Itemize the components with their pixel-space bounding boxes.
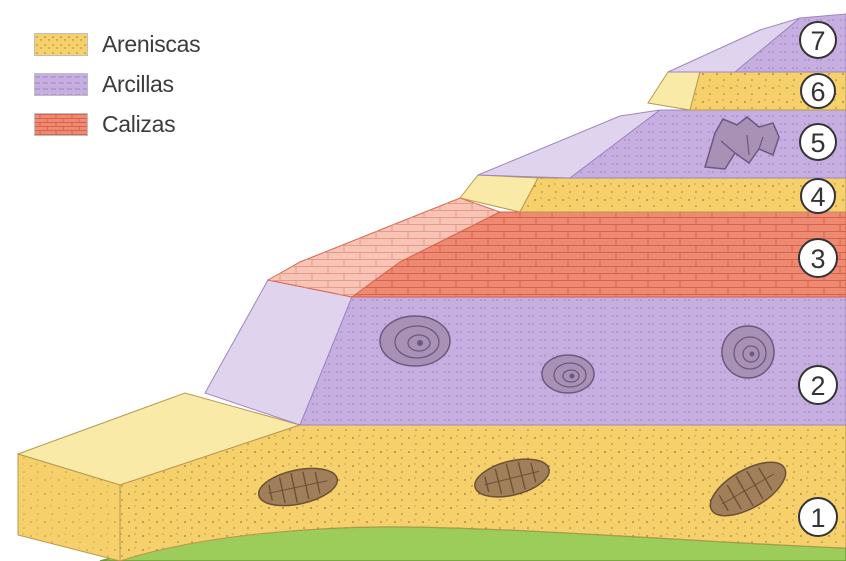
- sandstone-swatch: [34, 33, 88, 56]
- ammonite-fossil: [542, 355, 594, 393]
- legend-item-calizas: Calizas: [34, 104, 200, 144]
- layer-number-6: 6: [801, 74, 835, 108]
- layer-number-2: 2: [799, 366, 837, 404]
- layer-4-sandstone: [460, 175, 846, 212]
- svg-text:6: 6: [810, 77, 825, 107]
- layer-number-4: 4: [801, 179, 835, 213]
- svg-text:1: 1: [810, 503, 825, 533]
- layer-number-1: 1: [799, 498, 837, 536]
- legend-item-areniscas: Areniscas: [34, 24, 200, 64]
- limestone-swatch: [34, 113, 88, 136]
- legend: Areniscas Arcillas Calizas: [34, 24, 200, 144]
- legend-label: Arcillas: [102, 71, 174, 98]
- ammonite-fossil: [722, 326, 774, 378]
- svg-text:2: 2: [810, 371, 825, 401]
- ammonite-fossil: [380, 316, 450, 366]
- svg-text:4: 4: [810, 182, 825, 212]
- legend-label: Calizas: [102, 111, 175, 138]
- layer-number-3: 3: [799, 239, 837, 277]
- svg-text:3: 3: [810, 244, 825, 274]
- svg-text:5: 5: [810, 128, 825, 158]
- legend-label: Areniscas: [102, 31, 200, 58]
- layer-5-clay: [478, 110, 846, 178]
- layer-number-5: 5: [800, 124, 836, 160]
- clay-swatch: [34, 73, 88, 96]
- layer-3-limestone: [268, 198, 846, 297]
- svg-text:7: 7: [810, 26, 825, 56]
- legend-item-arcillas: Arcillas: [34, 64, 200, 104]
- layer-number-7: 7: [800, 22, 836, 58]
